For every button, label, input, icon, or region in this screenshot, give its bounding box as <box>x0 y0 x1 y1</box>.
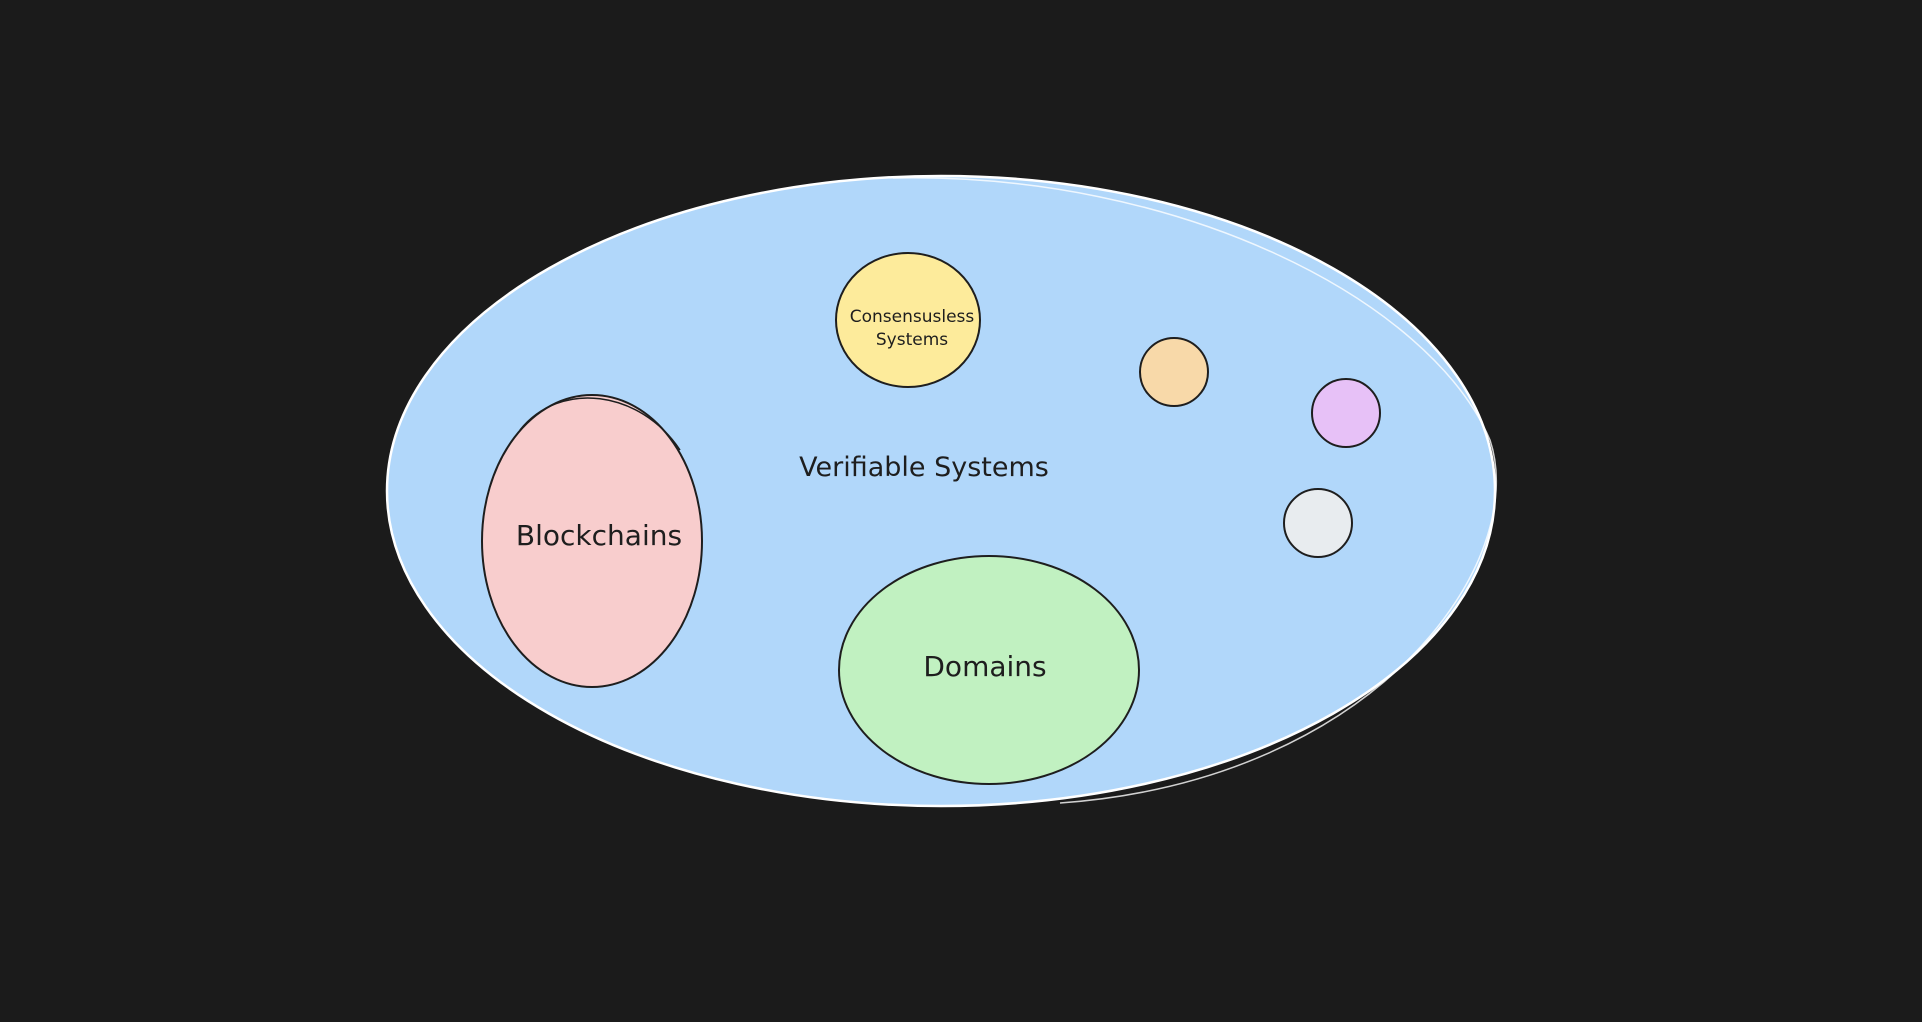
blockchains-label: Blockchains <box>516 519 682 552</box>
consensusless-systems-label-line-1: Consensusless <box>850 307 975 327</box>
blockchains-set[interactable]: Blockchains <box>481 394 703 688</box>
domains-set[interactable]: Domains <box>838 555 1140 785</box>
orange-set-circle[interactable] <box>1139 337 1209 407</box>
domains-label: Domains <box>923 650 1046 683</box>
consensusless-systems-set[interactable]: Consensusless Systems <box>835 252 981 388</box>
verifiable-systems-sketch-stroke <box>892 177 1498 804</box>
blockchains-sketch-stroke <box>519 397 681 451</box>
verifiable-systems-label: Verifiable Systems <box>799 452 1049 483</box>
domains-ellipse <box>838 555 1140 785</box>
gray-set-circle[interactable] <box>1283 488 1353 558</box>
purple-set-circle[interactable] <box>1311 378 1381 448</box>
consensusless-systems-label-line-2: Systems <box>876 330 948 350</box>
consensusless-systems-ellipse <box>835 252 981 388</box>
blockchains-ellipse <box>481 394 703 688</box>
